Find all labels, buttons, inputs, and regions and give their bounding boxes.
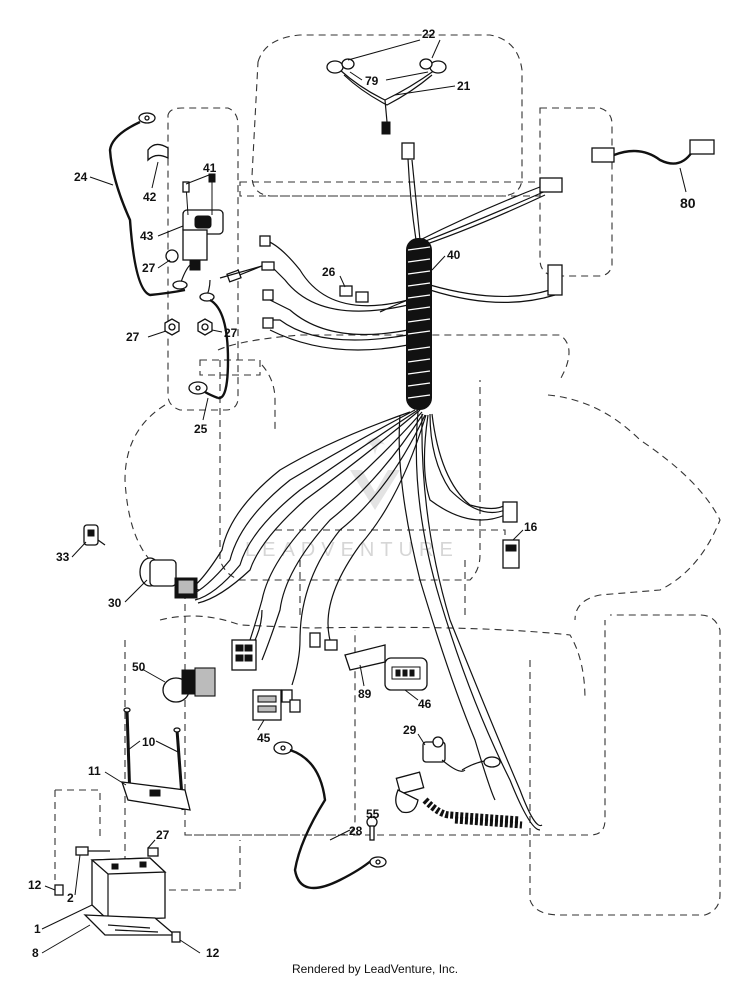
callout-45: 45 — [257, 731, 271, 745]
pto-switch-50 — [162, 667, 216, 703]
callout-33: 33 — [56, 550, 70, 564]
callout-89: 89 — [358, 687, 372, 701]
callout-55: 55 — [366, 807, 380, 821]
callout-42: 42 — [143, 190, 157, 204]
callout-labels: 22 79 21 80 24 41 42 43 27 27 27 40 26 2… — [28, 27, 696, 960]
coiled-cord — [422, 797, 523, 829]
callout-40: 40 — [447, 248, 461, 262]
battery-holddown — [121, 707, 191, 811]
callout-79: 79 — [365, 74, 379, 88]
callout-16: 16 — [524, 520, 538, 534]
callout-27-b: 27 — [126, 330, 140, 344]
ignition-switch-30 — [139, 557, 198, 599]
callout-22: 22 — [422, 27, 436, 41]
module-45 — [252, 689, 282, 721]
headlight-harness — [326, 58, 447, 135]
callout-21: 21 — [457, 79, 471, 93]
harness-lower-fan — [187, 409, 543, 831]
callout-46: 46 — [418, 697, 432, 711]
callout-12-b: 12 — [206, 946, 220, 960]
callout-12-a: 12 — [28, 878, 42, 892]
callout-26: 26 — [322, 265, 336, 279]
callout-28: 28 — [349, 824, 363, 838]
callout-27-c: 27 — [224, 326, 238, 340]
hour-meter-46 — [384, 657, 428, 691]
solenoid-assembly-43 — [108, 112, 263, 400]
harness-top-branch — [401, 142, 563, 303]
callout-43: 43 — [140, 229, 154, 243]
console-connectors — [231, 609, 338, 713]
watermark-text: LEADVENTURE — [245, 539, 459, 561]
callout-29: 29 — [403, 723, 417, 737]
callout-10: 10 — [142, 735, 156, 749]
battery-cable-28 — [273, 741, 387, 890]
callout-1: 1 — [34, 922, 41, 936]
callout-50: 50 — [132, 660, 146, 674]
callout-27-a: 27 — [142, 261, 156, 275]
callout-24: 24 — [74, 170, 88, 184]
callout-27-d: 27 — [156, 828, 170, 842]
bracket-89 — [344, 644, 386, 671]
callout-41: 41 — [203, 161, 217, 175]
connector-16 — [502, 501, 520, 569]
callout-8: 8 — [32, 946, 39, 960]
harness-left-branches — [226, 235, 409, 351]
lead-80 — [591, 139, 715, 165]
main-harness-loom — [406, 238, 432, 410]
tractor-phantom-outline — [54, 34, 721, 916]
callout-11: 11 — [88, 764, 101, 778]
ignition-key-33 — [83, 524, 106, 546]
callout-2: 2 — [67, 891, 74, 905]
battery-1 — [54, 846, 181, 943]
callout-25: 25 — [194, 422, 208, 436]
callout-30: 30 — [108, 596, 122, 610]
watermark: LEADVENTURE — [245, 437, 459, 561]
leader-lines — [41, 39, 687, 954]
footer-credit: Rendered by LeadVenture, Inc. — [291, 962, 459, 976]
callout-80: 80 — [680, 195, 696, 211]
solenoid-29 — [395, 736, 501, 814]
